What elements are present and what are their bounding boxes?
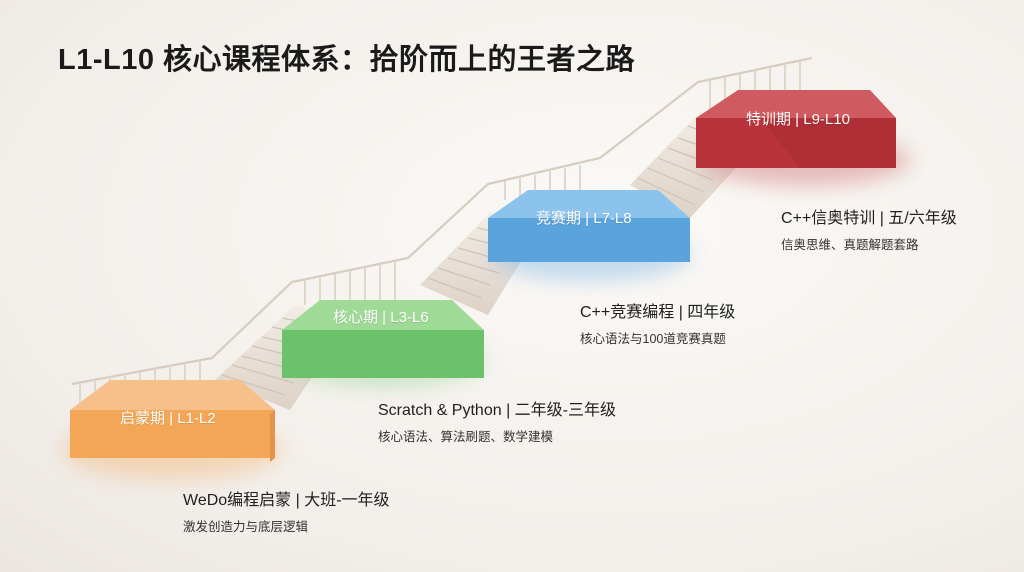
stage-3-label: 竞赛期 | L7-L8	[536, 210, 632, 227]
stage-3-description: C++竞赛编程 | 四年级 核心语法与100道竞赛真题	[580, 298, 735, 347]
stage-1-label: 启蒙期 | L1-L2	[120, 410, 216, 427]
stage-2-focus: 核心语法、算法刷题、数学建模	[378, 430, 554, 444]
platform-stage-1	[70, 380, 275, 462]
platform-stage-3	[488, 190, 690, 262]
stage-4-course: C++信奥特训 | 五/六年级	[781, 210, 957, 227]
stage-4-description: C++信奥特训 | 五/六年级 信奥思维、真题解题套路	[781, 204, 957, 253]
stage-1-focus: 激发创造力与底层逻辑	[183, 520, 309, 534]
platform-stage-4	[696, 90, 896, 168]
stage-4-focus: 信奥思维、真题解题套路	[781, 238, 919, 252]
stage-2-course: Scratch & Python | 二年级-三年级	[378, 402, 616, 419]
stage-2-description: Scratch & Python | 二年级-三年级 核心语法、算法刷题、数学建…	[378, 396, 616, 445]
railing	[71, 56, 813, 386]
page-title: L1-L10 核心课程体系：拾阶而上的王者之路	[58, 44, 636, 76]
stage-2-label: 核心期 | L3-L6	[333, 309, 429, 326]
stage-4-label: 特训期 | L9-L10	[746, 111, 850, 128]
stage-3-course: C++竞赛编程 | 四年级	[580, 304, 736, 321]
stage-1-description: WeDo编程启蒙 | 大班-一年级 激发创造力与底层逻辑	[183, 486, 390, 535]
stage-1-course: WeDo编程启蒙 | 大班-一年级	[183, 492, 390, 509]
platform-stage-2	[282, 300, 484, 378]
stage-3-focus: 核心语法与100道竞赛真题	[580, 332, 726, 346]
